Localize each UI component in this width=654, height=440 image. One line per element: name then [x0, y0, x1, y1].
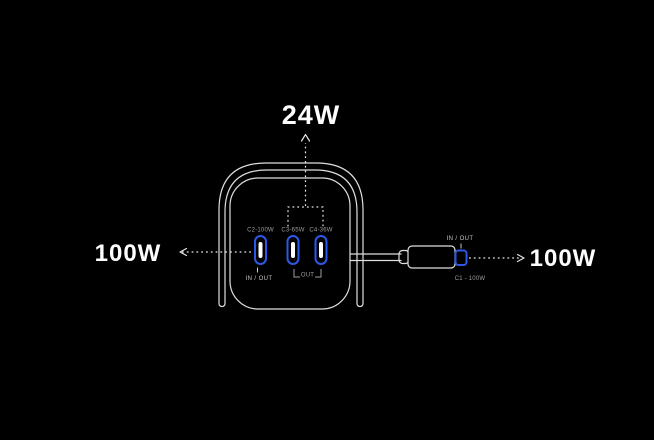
dotted-group-bracket [287, 206, 324, 227]
port-c2-mode-label: IN / OUT [246, 276, 273, 282]
cable-port-label: C1 - 100W [455, 276, 486, 282]
handle-left-foot [218, 302, 226, 308]
cable-mode-label: IN / OUT [447, 236, 474, 242]
port-c2-label: C2-100W [247, 228, 274, 234]
left-arrowhead-icon [179, 247, 188, 257]
port-c4-label: C4-36W [309, 228, 332, 234]
out-bracket-left [293, 269, 300, 278]
right-callout-arrow [469, 253, 525, 263]
right-arrowhead-icon [516, 253, 525, 263]
top-wattage-label: 24W [282, 100, 341, 130]
connector-tip [454, 249, 468, 266]
handle-right-foot [356, 302, 364, 308]
port-c3-label: C3-65W [281, 228, 304, 234]
handle-outer-line [218, 162, 364, 304]
shared-out-label: OUT [301, 273, 314, 279]
left-callout-arrow [179, 247, 251, 257]
usb-c-port-c3 [286, 235, 300, 265]
up-arrowhead-icon [300, 133, 311, 142]
right-wattage-label: 100W [530, 245, 597, 272]
usb-c-port-c4 [314, 235, 328, 265]
port-pin-slot [291, 242, 295, 258]
port-pin-slot [258, 242, 263, 258]
usb-c-port-c2 [254, 235, 267, 265]
left-wattage-label: 100W [95, 240, 162, 267]
device-handle-outline [218, 162, 364, 308]
usb-c-cable [349, 253, 402, 262]
handle-inner-line [224, 169, 358, 304]
usb-c-connector [398, 243, 468, 269]
port-pin-slot [319, 242, 323, 258]
connector-body [407, 245, 456, 269]
out-bracket-right [315, 269, 322, 278]
top-callout-arrow [287, 133, 324, 227]
